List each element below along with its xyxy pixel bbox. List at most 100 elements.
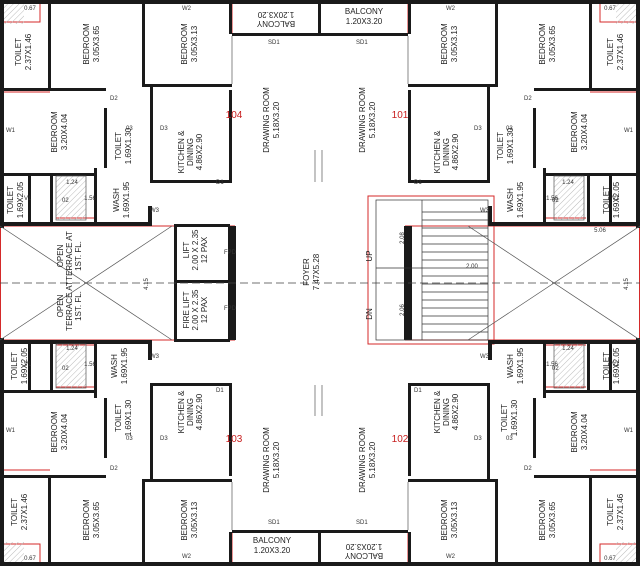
svg-text:1ST. FL.: 1ST. FL. [74,241,83,271]
svg-text:5.18X3.20: 5.18X3.20 [368,441,377,478]
tag-02-d: 02 [552,366,559,372]
balcony-bottom-left: BALCONY 1.20X3.20 [253,536,292,555]
svg-text:7.47X5.28: 7.47X5.28 [312,253,321,290]
dim-415-right: 4.15 [624,278,630,290]
bedroom-101-b: BEDROOM 3.05X3.13 [440,23,459,65]
balcony-top-right: BALCONY 1.20X3.20 [345,7,384,26]
toilet-102-a: TOILET 1.69X2.05 [602,347,621,384]
svg-text:TOILET: TOILET [500,404,509,432]
flat-104-number: 104 [226,110,243,121]
dim-156-c: 1.56 [84,362,96,368]
tag-d2-a: D2 [110,96,118,102]
svg-text:DN: DN [365,308,374,320]
svg-text:BEDROOM: BEDROOM [50,411,59,453]
tag-sd1-a: SD1 [268,40,280,46]
svg-text:OPEN: OPEN [56,244,65,267]
svg-text:DINING: DINING [186,398,195,426]
svg-text:DINING: DINING [442,398,451,426]
drawing-room-103: DRAWING ROOM 5.18X3.20 [262,427,281,493]
svg-text:TERRACE AT: TERRACE AT [65,231,74,281]
svg-text:TOILET: TOILET [10,352,19,380]
svg-text:TOILET: TOILET [606,38,615,66]
svg-text:1.69X1.30: 1.69X1.30 [124,127,133,164]
svg-text:UP: UP [365,250,374,261]
tag-d3-c: D3 [160,436,168,442]
toilet-101-a: TOILET 2.37X1.46 [606,33,625,70]
svg-text:OPEN: OPEN [56,294,65,317]
svg-text:BEDROOM: BEDROOM [570,111,579,153]
dim-200: 2.00 [466,264,478,270]
tag-d3-d: D3 [474,436,482,442]
tag-w3-b: W3 [480,208,490,214]
svg-text:1.69X1.95: 1.69X1.95 [122,181,131,218]
dim-124-d: 1.24 [562,346,574,352]
svg-text:1.69X2.05: 1.69X2.05 [612,181,621,218]
svg-text:3.20X4.04: 3.20X4.04 [580,113,589,150]
toilet-101-c: TOILET 1.69X2.05 [602,181,621,218]
bedroom-101-c: BEDROOM 3.20X4.04 [570,111,589,153]
tag-v1-a: V1 [24,196,32,202]
stair-up-label: UP [365,250,374,261]
svg-text:1.69X1.95: 1.69X1.95 [516,347,525,384]
drawing-room-104: DRAWING ROOM 5.18X3.20 [262,87,281,153]
svg-text:DRAWING ROOM: DRAWING ROOM [262,87,271,153]
dim-067-a: 0.67 [24,6,36,12]
svg-text:3.05X3.13: 3.05X3.13 [190,25,199,62]
dim-124-b: 1.24 [562,180,574,186]
kitchen-103: KITCHEN & DINING 4.86X2.90 [177,390,204,433]
bedroom-103-a: BEDROOM 3.05X3.65 [82,499,101,541]
tag-d2-d: D2 [524,466,532,472]
svg-text:BEDROOM: BEDROOM [440,23,449,65]
svg-text:WASH: WASH [112,188,121,212]
svg-text:3.05X3.13: 3.05X3.13 [450,25,459,62]
svg-text:BEDROOM: BEDROOM [538,499,547,541]
svg-text:1.20X3.20: 1.20X3.20 [345,542,382,551]
svg-text:TOILET: TOILET [602,186,611,214]
tag-03-c: 03 [126,436,133,442]
tag-d1-d: D1 [414,388,422,394]
svg-text:TOILET: TOILET [10,498,19,526]
toilet-104-c: TOILET 1.69X2.05 [6,181,25,218]
tag-w2-c: W2 [182,554,192,560]
svg-text:WASH: WASH [506,354,515,378]
tag-sd1-c: SD1 [268,520,280,526]
bedroom-104-b: BEDROOM 3.05X3.13 [180,23,199,65]
wash-104: WASH 1.69X1.95 [112,181,131,218]
svg-text:4.15: 4.15 [624,278,630,290]
flat-102-number: 102 [392,434,409,445]
dim-124-a: 1.24 [66,180,78,186]
kitchen-104: KITCHEN & DINING 4.86X2.90 [177,130,204,173]
kitchen-101: KITCHEN & DINING 4.86X2.90 [433,130,460,173]
svg-text:TOILET: TOILET [14,38,23,66]
svg-text:4.15: 4.15 [144,278,150,290]
tag-d2-c: D2 [110,466,118,472]
tag-d1-a: D1 [216,180,224,186]
tag-02-a: 02 [62,198,69,204]
svg-text:5.18X3.20: 5.18X3.20 [368,101,377,138]
svg-text:1.20X3.20: 1.20X3.20 [346,17,383,26]
tag-w3-d: W3 [480,354,490,360]
tag-sd1-d: SD1 [356,520,368,526]
bedroom-104-c: BEDROOM 3.20X4.04 [50,111,69,153]
toilet-104-a: TOILET 2.37X1.46 [14,33,33,70]
svg-text:1.20X3.20: 1.20X3.20 [254,546,291,555]
wash-101: WASH 1.69X1.95 [506,181,525,218]
svg-text:BEDROOM: BEDROOM [50,111,59,153]
fire-lift: FIRE LIFT 2.00 X 2.35 12 PAX [182,289,209,330]
tag-d3-a: D3 [160,126,168,132]
bedroom-102-c: BEDROOM 3.20X4.04 [570,411,589,453]
svg-text:1.20X3.20: 1.20X3.20 [257,10,294,19]
svg-text:3.05X3.65: 3.05X3.65 [92,501,101,538]
svg-text:1.69X1.30: 1.69X1.30 [124,399,133,436]
tag-d1-b: D1 [414,180,422,186]
svg-text:BEDROOM: BEDROOM [180,23,189,65]
toilet-101-b: TOILET 1.69X1.30 [496,127,515,164]
svg-text:BEDROOM: BEDROOM [82,499,91,541]
svg-text:BEDROOM: BEDROOM [180,499,189,541]
dim-415-left: 4.15 [144,278,150,290]
svg-text:BALCONY: BALCONY [256,19,295,28]
svg-text:TOILET: TOILET [114,132,123,160]
dim-124-c: 1.24 [66,346,78,352]
